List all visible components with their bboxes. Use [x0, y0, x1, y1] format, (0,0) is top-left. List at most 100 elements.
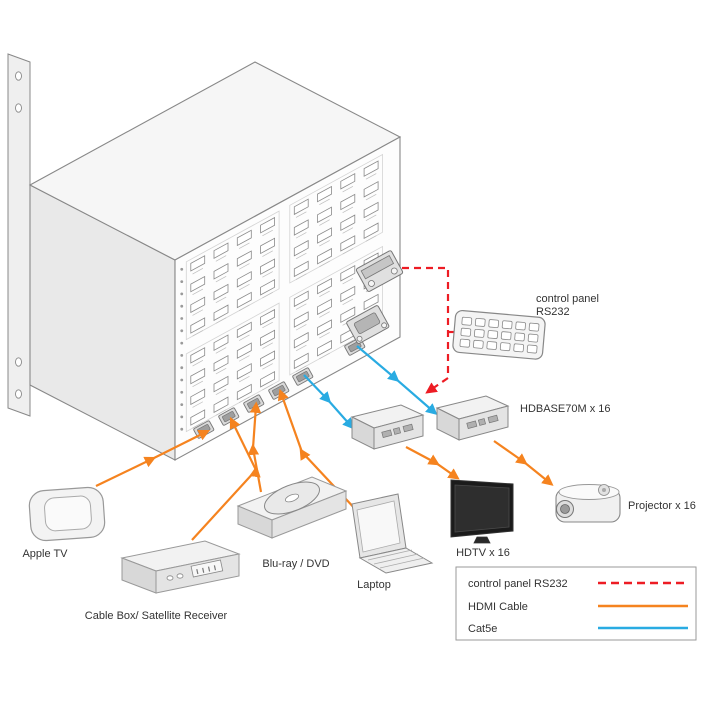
port-mark	[365, 235, 377, 242]
cablebox-side-face	[121, 557, 157, 594]
laptop-device: Laptop	[351, 493, 434, 591]
module-socket	[353, 312, 381, 334]
port-mark	[238, 355, 250, 362]
hdmi-port	[317, 206, 332, 224]
matrix-front-panel	[174, 136, 401, 461]
keyboard-row	[367, 549, 413, 561]
hdmi-port	[317, 277, 332, 295]
cablebox-display	[190, 559, 224, 578]
hdmi-port	[213, 334, 229, 351]
led-dot	[180, 390, 184, 394]
hdmi-port-grid	[185, 153, 384, 433]
led-dot	[180, 317, 184, 320]
port-mark	[262, 363, 273, 370]
port-mark	[295, 252, 307, 260]
hdmi-port	[317, 185, 332, 203]
cat5e-cable-receiver1	[303, 374, 355, 430]
port-mark	[319, 311, 330, 318]
receiver-ports	[381, 423, 414, 438]
port-mark	[215, 388, 227, 395]
keypad-key	[488, 319, 500, 329]
laptop-base	[358, 547, 434, 574]
projector-label: Projector x 16	[628, 500, 696, 512]
hdmi-port	[213, 263, 229, 280]
keypad-key	[459, 338, 471, 348]
keypad-key	[474, 317, 486, 327]
port-mark	[342, 227, 354, 234]
hdmi-port	[340, 193, 356, 211]
module-screw-icon	[381, 322, 388, 329]
hdmi-cable-projector	[493, 440, 554, 486]
hdmi-port	[260, 329, 276, 347]
hdmi-port	[260, 371, 276, 388]
led-dot	[180, 403, 184, 407]
hdmi-port	[236, 342, 252, 359]
hdmi-port	[293, 239, 309, 257]
hdmi-port	[213, 396, 229, 414]
hdmi-port	[236, 363, 252, 380]
hdmi-port	[340, 173, 356, 190]
projector-lens-inner	[560, 504, 570, 514]
hdmi-port	[363, 293, 379, 311]
hdbase-receiver-1	[350, 404, 425, 450]
hdmi-port	[190, 275, 206, 293]
port-mark	[319, 198, 330, 206]
keypad-key	[460, 327, 472, 337]
rs232-terminal-module	[355, 250, 404, 292]
port-mark	[262, 342, 273, 349]
legend-label-cat5e: Cat5e	[468, 623, 497, 635]
receiver-port	[477, 418, 487, 426]
keypad-key	[514, 332, 525, 342]
cablebox-button	[176, 573, 184, 579]
hdbase-receiver-2	[435, 395, 510, 441]
port-mark	[192, 360, 204, 367]
display-digit	[196, 568, 199, 575]
bluray-side-face	[237, 505, 273, 539]
rack-ear	[7, 53, 31, 417]
hdmi-port	[340, 306, 356, 323]
rs232-cable	[402, 266, 450, 394]
port-mark	[342, 206, 354, 213]
receiver-port	[402, 423, 414, 433]
cablebox-label: Cable Box/ Satellite Receiver	[85, 610, 228, 622]
control-panel-label-line2: RS232	[536, 306, 570, 318]
port-mark	[342, 340, 354, 347]
hdmi-port	[190, 388, 206, 406]
port-mark	[295, 232, 307, 239]
keypad-key	[527, 333, 539, 343]
led-dot	[180, 280, 184, 284]
port-mark	[192, 401, 204, 408]
hdmi-port	[293, 331, 309, 349]
hdmi-port	[190, 255, 206, 272]
port-mark	[365, 193, 377, 201]
port-mark	[238, 283, 250, 291]
keypad-key	[528, 322, 540, 332]
port-mark	[192, 422, 204, 429]
hdmi-port	[317, 319, 332, 336]
port-mark	[192, 268, 204, 275]
hdmi-port	[293, 219, 309, 236]
led-dot	[180, 366, 184, 370]
port-mark	[215, 368, 227, 375]
keypad-key	[500, 331, 512, 341]
keypad-key	[515, 321, 526, 331]
hdmi-port	[190, 409, 206, 426]
led-dot	[180, 378, 184, 382]
receiver-port	[466, 420, 478, 429]
port-quadrant-outline	[185, 302, 280, 433]
bluray-label: Blu-ray / DVD	[262, 558, 329, 570]
module-screw-icon	[356, 335, 363, 342]
port-mark	[319, 219, 330, 226]
apple-tv-device: Apple TV	[22, 486, 106, 560]
keypad-key	[473, 339, 484, 349]
projector-dial-center	[602, 488, 606, 492]
hdmi-port	[317, 227, 332, 244]
port-mark	[295, 273, 307, 280]
port-mark	[215, 296, 227, 303]
receiver-port	[392, 427, 402, 435]
port-mark	[262, 291, 273, 299]
port-mark	[262, 271, 273, 278]
keypad-key	[487, 330, 499, 339]
hdmi-port	[363, 181, 379, 198]
